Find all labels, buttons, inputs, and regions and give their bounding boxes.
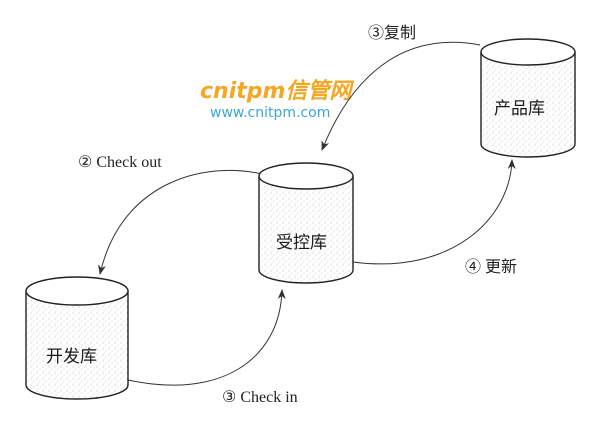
product-db-top: [480, 38, 576, 66]
controlled-db-top: [258, 162, 354, 190]
controlled-db-body: [258, 175, 354, 284]
update-label: ④ 更新: [465, 258, 517, 276]
watermark: cnitpm信管网 www.cnitpm.com: [200, 78, 354, 121]
controlled-db-label: 受控库: [276, 233, 327, 253]
checkin-label: ③ Check in: [222, 389, 298, 406]
product-database: 产品库: [480, 38, 576, 158]
watermark-url: www.cnitpm.com: [210, 105, 330, 121]
checkin-arrow: [127, 289, 286, 386]
product-db-body: [480, 51, 576, 158]
update-arrow: [352, 159, 516, 265]
edges: [98, 41, 516, 386]
dev-db-body: [25, 290, 129, 400]
dev-database: 开发库: [25, 276, 129, 400]
copy-arrow: [321, 41, 481, 151]
checkout-arrow: [98, 169, 263, 275]
product-db-label: 产品库: [494, 99, 545, 119]
watermark-brand: cnitpm信管网: [200, 78, 354, 104]
checkout-label: ② Check out: [78, 154, 162, 171]
dev-db-label: 开发库: [46, 347, 97, 367]
copy-label: ③复制: [368, 24, 416, 42]
dev-db-top: [25, 276, 129, 306]
controlled-database: 受控库: [258, 162, 354, 284]
